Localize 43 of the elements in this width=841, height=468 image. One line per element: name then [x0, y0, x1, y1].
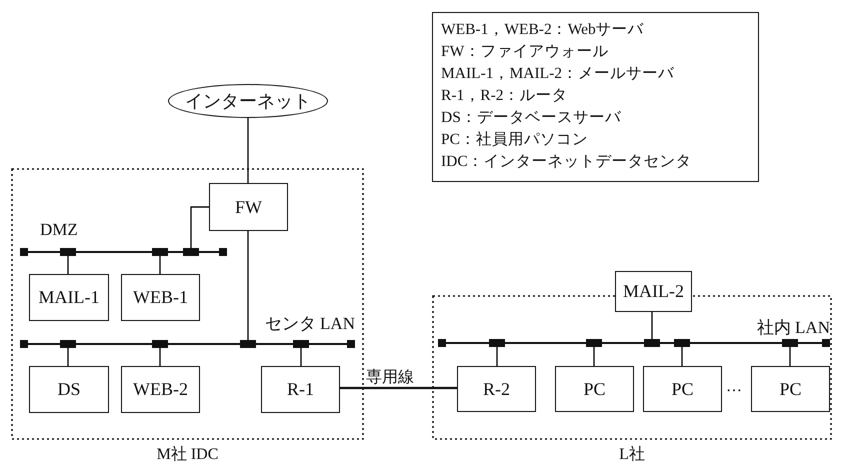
- bus-label: 社内 LAN: [756, 317, 830, 339]
- network-bus: [438, 318, 830, 349]
- key-text: WEB-1，WEB-2：Webサーバ: [441, 20, 644, 40]
- zone-label: L社: [618, 444, 646, 465]
- connector-line: [651, 312, 653, 339]
- connector-line: [159, 256, 161, 274]
- connector-line: [340, 386, 457, 390]
- device-box: DS: [29, 366, 109, 413]
- key-text: DS：データベースサーバ: [441, 108, 621, 128]
- connector-line: [247, 231, 249, 340]
- key-text: IDC：インターネットデータセンタ: [441, 152, 692, 172]
- device-box: PC: [643, 366, 722, 412]
- device-box: R-1: [261, 366, 340, 413]
- connector-line: [190, 206, 209, 248]
- device-box: MAIL-2: [615, 271, 692, 312]
- device-box: PC: [555, 366, 634, 412]
- connector-line: [159, 348, 161, 366]
- device-box: WEB-2: [121, 366, 200, 413]
- device-box: R-2: [457, 366, 536, 412]
- device-box: WEB-1: [121, 274, 200, 321]
- zone-label: M社 IDC: [156, 444, 220, 465]
- connector-line: [496, 347, 498, 366]
- device-box: PC: [751, 366, 830, 412]
- connector-line: [593, 347, 595, 366]
- key-text: MAIL-1，MAIL-2：メールサーバ: [441, 64, 674, 84]
- key-text: PC：社員用パソコン: [441, 130, 588, 150]
- connector-line: [300, 348, 302, 366]
- device-box: MAIL-1: [29, 274, 109, 321]
- connector-line: [789, 347, 791, 366]
- ellipsis-text: …: [726, 378, 742, 396]
- device-box: FW: [209, 183, 288, 231]
- bus-label: センタ LAN: [264, 313, 355, 335]
- key-text: R-1，R-2：ルータ: [441, 86, 568, 106]
- connector-line: [67, 256, 69, 274]
- connector-line: [247, 118, 249, 183]
- network-bus: [20, 314, 355, 350]
- network-bus: [20, 222, 227, 258]
- cloud-ellipse: インターネット: [168, 84, 328, 118]
- key-text: FW：ファイアウォール: [441, 42, 608, 62]
- connector-line: [681, 347, 683, 366]
- bus-label: DMZ: [40, 220, 78, 240]
- connector-line: [67, 348, 69, 366]
- edge-label: 専用線: [366, 370, 414, 386]
